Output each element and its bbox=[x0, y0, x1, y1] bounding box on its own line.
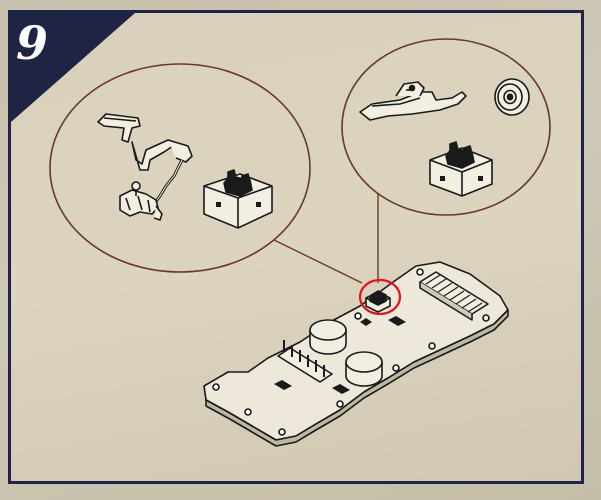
board-mounting-holes bbox=[212, 268, 490, 436]
pulley-wheel-icon bbox=[494, 78, 530, 116]
capacitor-top bbox=[309, 319, 347, 355]
step-number: 9 bbox=[16, 16, 49, 70]
left-callout-line bbox=[269, 237, 363, 284]
right-callout-circle bbox=[341, 38, 551, 216]
circuit-board-icon bbox=[203, 261, 509, 447]
connector-block-icon bbox=[429, 141, 493, 197]
board-connector bbox=[365, 290, 391, 313]
connector-block-icon bbox=[203, 169, 273, 229]
left-callout-circle bbox=[49, 63, 311, 273]
robot-arm-icon bbox=[97, 113, 193, 221]
board-chips bbox=[274, 316, 406, 394]
callout-lines bbox=[269, 190, 379, 284]
pin-header-left bbox=[277, 340, 333, 383]
highlighted-connector-icon bbox=[358, 278, 402, 316]
right-callout bbox=[341, 38, 551, 216]
bracket-part-icon bbox=[359, 81, 467, 121]
left-callout bbox=[49, 63, 311, 273]
step-banner bbox=[11, 13, 135, 122]
pin-header-right bbox=[419, 271, 489, 321]
capacitor-bottom bbox=[345, 351, 383, 387]
